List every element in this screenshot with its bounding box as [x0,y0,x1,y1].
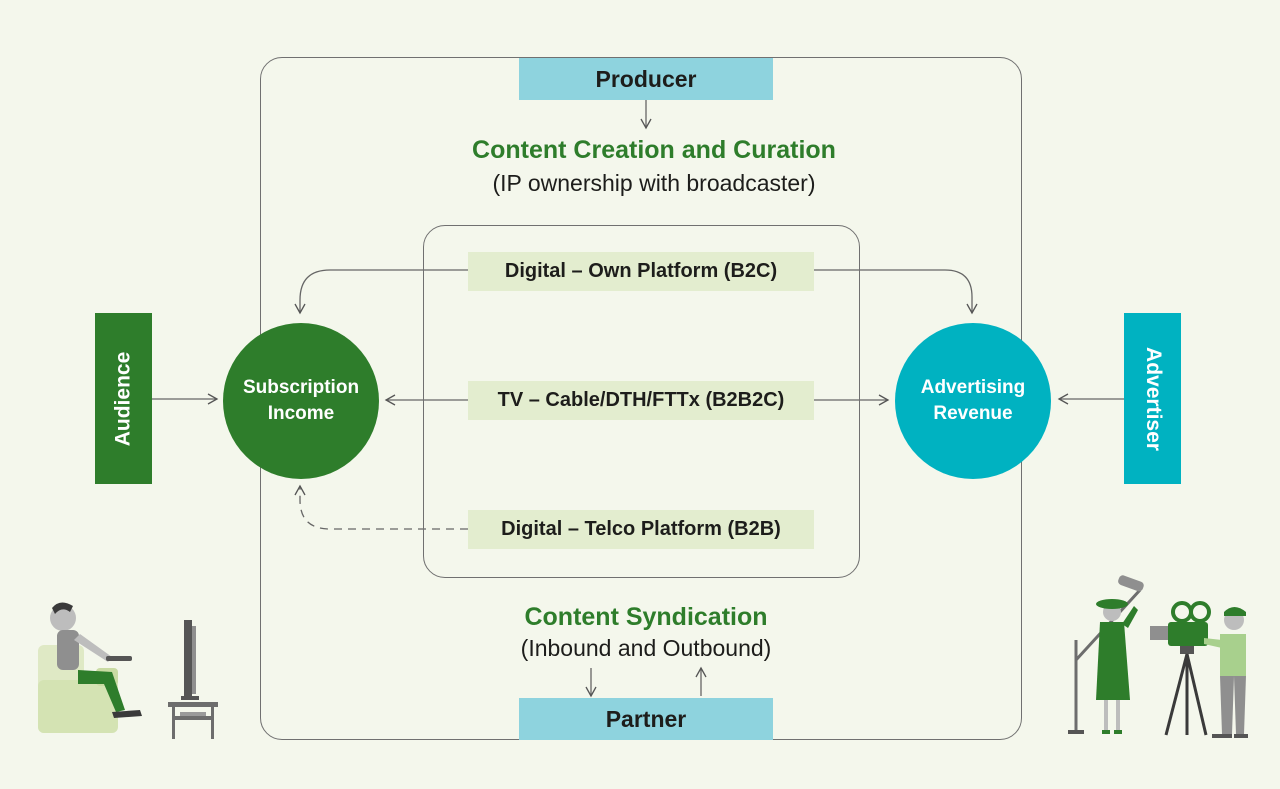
producer-box: Producer [519,58,773,100]
own-platform-to-advertising [814,269,978,315]
advertising-line1: Advertising [920,377,1026,398]
audience-bar: Audience [95,313,152,484]
channel-own-platform: Digital – Own Platform (B2C) [468,252,814,291]
channel-label: Digital – Telco Platform (B2B) [501,518,781,540]
channel-boundary [423,225,860,578]
own-platform-to-subscription [294,269,468,315]
channel-tv: TV – Cable/DTH/FTTx (B2B2C) [468,381,814,420]
content-creation-subtitle: (IP ownership with broadcaster) [492,170,816,196]
channel-label: Digital – Own Platform (B2C) [504,260,778,282]
partner-box: Partner [519,698,773,740]
channel-telco: Digital – Telco Platform (B2B) [468,510,814,549]
content-creation-title: Content Creation and Curation [472,136,836,164]
subscription-income-circle: Subscription Income [223,323,379,479]
producer-label: Producer [595,65,697,92]
advertising-revenue-circle: Advertising Revenue [895,323,1051,479]
content-syndication-subtitle: (Inbound and Outbound) [520,635,772,661]
partner-label: Partner [605,705,687,732]
telco-to-subscription [294,484,468,530]
content-syndication-title: Content Syndication [524,603,768,631]
subscription-line2: Income [267,403,335,424]
advertising-line2: Revenue [933,403,1013,424]
channel-label: TV – Cable/DTH/FTTx (B2B2C) [497,389,785,411]
advertiser-bar: Advertiser [1124,313,1181,484]
subscription-line1: Subscription [242,377,360,398]
